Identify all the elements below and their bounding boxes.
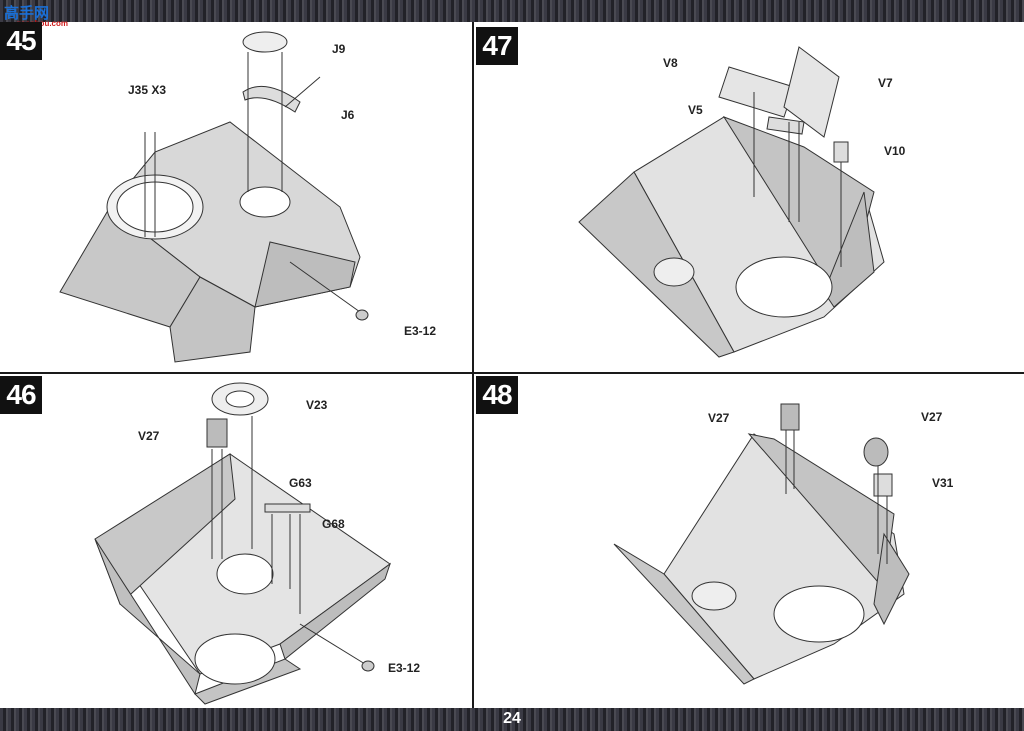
- part-label-v10: V10: [884, 144, 906, 158]
- part-label-v27-left: V27: [708, 411, 730, 425]
- step-45-panel: 45 J9 J35 X3 J6 E3-12: [0, 22, 472, 372]
- part-label-v8: V8: [663, 56, 678, 70]
- part-label-e3-12: E3-12: [388, 661, 421, 675]
- watermark-logo: 高手网 gaoshou.com: [2, 2, 72, 32]
- step-46-drawing: [94, 382, 391, 705]
- step-number: 48: [476, 376, 518, 414]
- step-number: 47: [476, 27, 518, 65]
- panel-divider-vertical: [472, 22, 474, 708]
- part-label-j6: J6: [341, 108, 355, 122]
- watermark-title: 高手网: [4, 5, 50, 22]
- page-number: 24: [503, 710, 521, 727]
- part-label-e3-12: E3-12: [404, 324, 437, 338]
- step-47-panel: 47 V8 V7 V5 V10: [474, 22, 1024, 372]
- part-label-v7: V7: [878, 76, 893, 90]
- part-label-g68: G68: [322, 517, 345, 531]
- top-border-band: [0, 0, 1024, 22]
- step-46-panel: 46 V23 V27 G63 G68 E3-12: [0, 374, 472, 708]
- part-label-v27-right: V27: [921, 410, 943, 424]
- step-number: 46: [0, 376, 42, 414]
- part-label-v27: V27: [138, 429, 160, 443]
- panel-divider-horizontal: [0, 372, 1024, 374]
- part-label-g63: G63: [289, 476, 312, 490]
- step-number: 45: [0, 22, 42, 60]
- step-48-drawing: [613, 403, 910, 685]
- watermark-subtitle: gaoshou.com: [16, 19, 69, 28]
- part-label-j9: J9: [332, 42, 346, 56]
- part-label-v23: V23: [306, 398, 328, 412]
- bottom-border-band: [0, 708, 1024, 731]
- part-label-v5: V5: [688, 103, 703, 117]
- step-48-panel: 48 V27 V27 V31: [474, 374, 1024, 708]
- step-47-drawing: [578, 46, 885, 358]
- part-label-j35: J35 X3: [128, 83, 167, 97]
- step-45-drawing: [59, 31, 369, 363]
- part-label-v31: V31: [932, 476, 954, 490]
